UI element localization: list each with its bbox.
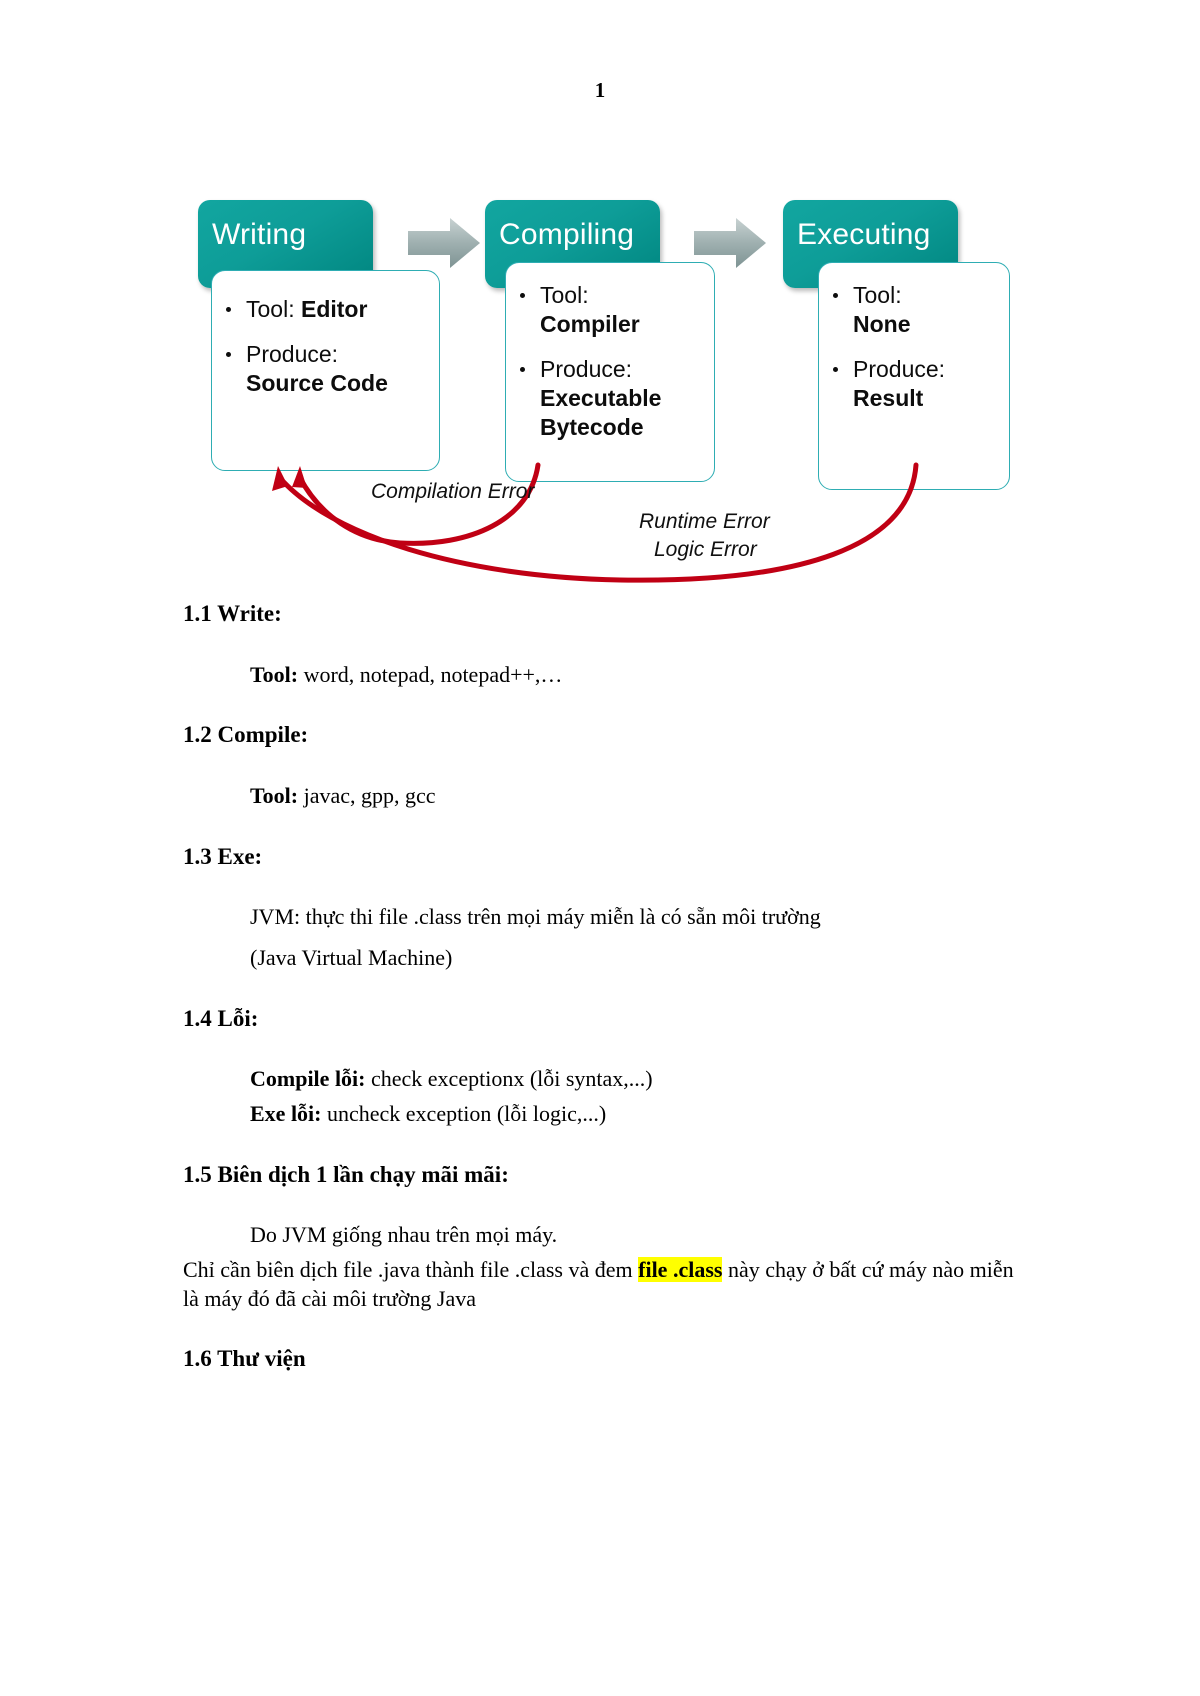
process-diagram: Writing Tool: Editor Produce: Source Cod… [0, 175, 1200, 605]
tool-label: Tool: [250, 783, 299, 809]
bullet-label: Produce: [540, 356, 633, 382]
bullet-dot-icon [833, 367, 838, 372]
compilation-error-label: Compilation Error [371, 480, 535, 503]
heading-1-2: 1.2 Compile: [183, 722, 309, 748]
logic-error-label: Logic Error [654, 538, 757, 561]
paragraph-1-5-jvm-same: Do JVM giống nhau trên mọi máy. [250, 1222, 558, 1248]
compile-error-value: check exceptionx (lỗi syntax,...) [365, 1066, 653, 1092]
heading-1-6: 1.6 Thư viện [183, 1346, 306, 1372]
stage-writing-body: Tool: Editor Produce: Source Code [211, 270, 440, 471]
highlight-wrap-text: cứ máy nào miễn là máy đó đã cài môi trư… [183, 1256, 1014, 1311]
tool-value: javac, gpp, gcc [298, 783, 436, 809]
paragraph-1-4-compile-error: Compile lỗi: check exceptionx (lỗi synta… [0, 1065, 1200, 1094]
bullet-dot-icon [226, 307, 231, 312]
tool-value: word, notepad, notepad++,… [298, 661, 563, 687]
paragraph-1-5-highlighted: Chỉ cần biên dịch file .java thành file … [0, 1256, 1200, 1313]
list-item: Produce: Executable Bytecode [514, 355, 704, 442]
list-item: Tool: Compiler [514, 281, 704, 339]
bullet-label: Tool: [540, 282, 589, 308]
stage-compiling-bullets: Tool: Compiler Produce: Executable Bytec… [514, 281, 704, 442]
gray-arrow-icon [408, 218, 480, 268]
bullet-dot-icon [520, 293, 525, 298]
bullet-value: Compiler [540, 311, 640, 337]
bullet-value: Executable Bytecode [540, 385, 662, 440]
compile-error-label: Compile lỗi: [250, 1066, 366, 1092]
list-item: Tool: None [827, 281, 999, 339]
stage-writing-title: Writing [212, 218, 307, 251]
highlight-after-text: này chạy ở bất [722, 1256, 857, 1282]
paragraph-1-3-jvm-expansion: (Java Virtual Machine) [250, 945, 453, 971]
runtime-error-label: Runtime Error [639, 510, 770, 533]
heading-1-4: 1.4 Lỗi: [183, 1005, 259, 1031]
bullet-value: None [853, 311, 911, 337]
bullet-dot-icon [833, 293, 838, 298]
stage-compiling-body: Tool: Compiler Produce: Executable Bytec… [505, 262, 715, 482]
gray-arrow-icon [694, 218, 766, 268]
stage-executing-bullets: Tool: None Produce: Result [827, 281, 999, 413]
bullet-label: Tool: [246, 296, 295, 322]
list-item: Produce: Result [827, 355, 999, 413]
stage-executing-body: Tool: None Produce: Result [818, 262, 1010, 490]
document-body: 1.1 Write: Tool: word, notepad, notepad+… [0, 600, 1200, 1374]
bullet-label: Tool: [853, 282, 902, 308]
exe-error-value: uncheck exception (lỗi logic,...) [321, 1100, 607, 1126]
bullet-dot-icon [226, 352, 231, 357]
bullet-dot-icon [520, 367, 525, 372]
list-item: Tool: Editor [220, 295, 425, 324]
page-number: 1 [594, 78, 606, 102]
bullet-label: Produce: [853, 356, 946, 382]
bullet-value: Result [853, 385, 924, 411]
paragraph-1-4-exe-error: Exe lỗi: uncheck exception (lỗi logic,..… [0, 1100, 1200, 1129]
bullet-value: Editor [300, 296, 368, 322]
heading-1-3: 1.3 Exe: [183, 843, 263, 869]
bullet-value: Source Code [246, 370, 388, 396]
tool-label: Tool: [250, 661, 299, 687]
paragraph-1-3-jvm: JVM: thực thi file .class trên mọi máy m… [250, 904, 821, 930]
highlight-before-text: Chỉ cần biên dịch file .java thành file … [183, 1256, 639, 1282]
stage-writing-bullets: Tool: Editor Produce: Source Code [220, 295, 425, 398]
stage-executing-title: Executing [797, 218, 931, 251]
stage-compiling-title: Compiling [499, 218, 635, 251]
paragraph-1-1-tool: Tool: word, notepad, notepad++,… [0, 661, 1200, 690]
paragraph-1-2-tool: Tool: javac, gpp, gcc [0, 782, 1200, 811]
bullet-label: Produce: [246, 341, 339, 367]
heading-1-1: 1.1 Write: [183, 601, 282, 626]
highlighted-term: file .class [638, 1256, 723, 1282]
heading-1-5: 1.5 Biên dịch 1 lần chạy mãi mãi: [183, 1161, 509, 1187]
exe-error-label: Exe lỗi: [250, 1100, 322, 1126]
list-item: Produce: Source Code [220, 340, 425, 398]
